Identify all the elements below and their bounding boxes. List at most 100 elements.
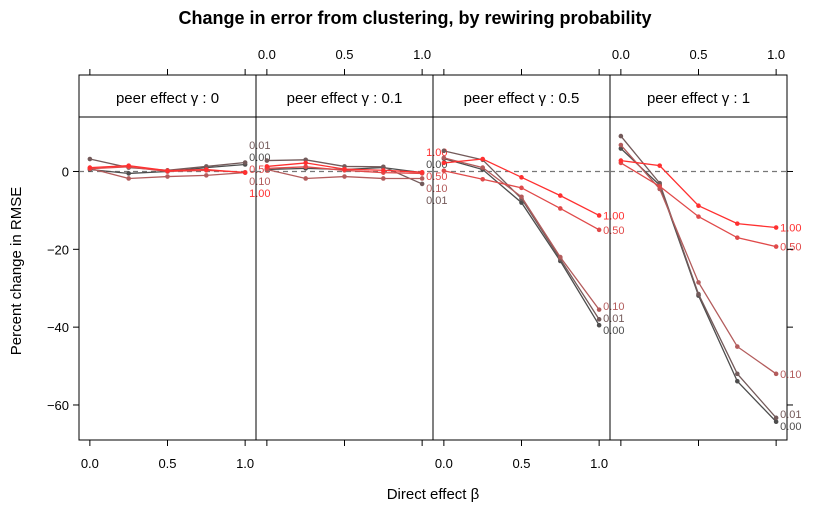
series-label: 0.10 [603,301,624,313]
series-label: 1.00 [603,210,624,222]
data-point [773,371,779,377]
series-line-0.00 [443,158,600,326]
data-point [264,164,270,169]
strip [78,74,257,118]
data-point [126,163,131,168]
data-point [342,166,347,172]
x-tick-label: 0.5 [689,47,707,62]
y-tick-label: −40 [47,320,69,335]
y-tick-label: −20 [47,242,69,257]
data-point [618,133,624,139]
series-line-0.01 [620,135,777,419]
data-point [242,160,248,165]
x-tick-label: 0.0 [81,456,99,471]
y-tick-label: −60 [47,398,69,413]
data-point [618,142,624,148]
data-point [696,291,701,297]
data-point [480,156,485,162]
data-point [480,165,485,170]
data-point [303,164,308,170]
data-point [696,203,701,209]
data-point [126,171,131,176]
data-point [735,344,740,349]
series-label: 0.01 [603,313,624,325]
data-point [773,244,779,249]
data-point [342,174,347,179]
data-point [657,183,662,189]
series-label: 0.50 [780,242,801,254]
data-point [381,168,386,173]
data-point [519,175,524,180]
y-axis-label: Percent change in RMSE [8,187,25,355]
data-point [735,371,740,377]
data-point [204,167,209,172]
series-label: 1.00 [780,223,801,235]
data-point [126,176,131,181]
chart-title: Change in error from clustering, by rewi… [178,8,651,28]
data-point [303,160,308,166]
data-point [419,169,425,175]
series-label: 0.01 [780,409,801,421]
strip-label: peer effect γ : 1 [647,90,750,107]
series-label: 0.01 [249,140,270,152]
x-tick-label: 0.5 [158,456,176,471]
data-point [165,168,170,174]
panel-frame [609,116,788,441]
strip-label: peer effect γ : 0.5 [464,90,580,107]
data-point [596,322,602,328]
data-point [596,307,602,312]
x-tick-label: 1.0 [236,456,254,471]
data-point [696,214,701,219]
x-tick-label: 0.5 [335,47,353,62]
series-label: 0.50 [603,225,624,237]
x-tick-label: 0.5 [512,456,530,471]
data-point [165,174,170,179]
x-axis-label: Direct effect β [387,486,480,503]
x-tick-label: 1.0 [767,47,785,62]
data-point [596,213,602,218]
data-point [596,317,602,322]
data-point [419,176,425,181]
data-point [773,225,779,230]
data-point [657,163,662,168]
strip-label: peer effect γ : 0.1 [287,90,403,107]
series-label: 0.50 [426,171,447,183]
x-tick-label: 0.0 [612,47,630,62]
data-point [519,185,524,191]
data-point [735,378,740,384]
strip-label: peer effect γ : 0 [116,90,219,107]
data-point [618,146,624,151]
data-point [419,181,425,187]
data-point [264,158,270,163]
series-line-0.10 [620,144,777,375]
data-point [242,170,248,175]
x-tick-label: 1.0 [590,456,608,471]
data-point [441,160,447,166]
data-point [519,194,524,200]
data-point [87,156,93,162]
x-tick-label: 0.0 [258,47,276,62]
data-point [696,280,701,285]
x-tick-label: 0.0 [435,456,453,471]
data-point [735,221,740,226]
data-point [558,254,563,260]
panel-frame [432,116,611,441]
series-label: 0.00 [780,421,801,433]
data-point [773,415,779,421]
data-point [618,158,624,163]
data-point [773,419,779,425]
strip [609,74,788,118]
data-point [558,206,563,211]
data-point [204,173,209,178]
series-label: 0.10 [426,183,447,195]
data-point [735,235,740,240]
data-point [87,165,93,170]
data-point [480,176,485,182]
series-label: 0.10 [249,176,270,188]
data-point [558,193,563,198]
